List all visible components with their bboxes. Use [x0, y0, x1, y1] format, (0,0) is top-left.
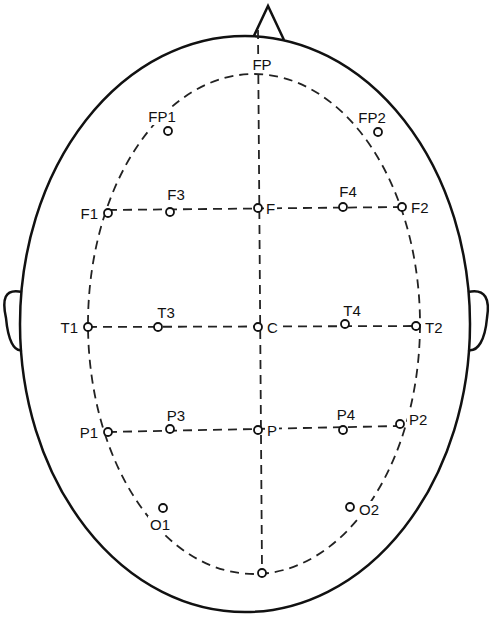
electrode-label: P	[265, 422, 279, 439]
electrodes	[84, 127, 420, 577]
nose-outline	[252, 6, 284, 40]
electrode-label: T3	[155, 304, 177, 321]
electrode-label: FP2	[356, 109, 388, 126]
electrode-label: F1	[78, 205, 100, 222]
electrode-label: P4	[335, 406, 357, 423]
head-outline	[20, 36, 470, 612]
electrode-label: FP1	[146, 108, 178, 125]
left-ear	[4, 291, 22, 350]
midline	[258, 30, 262, 570]
electrode-label: F	[264, 200, 277, 217]
electrode-label: F4	[337, 183, 359, 200]
right-ear	[468, 291, 488, 350]
electrode-label: P2	[407, 411, 429, 428]
electrode-label: T4	[341, 302, 363, 319]
electrode-label: FP	[250, 56, 273, 73]
electrode-label: T2	[423, 319, 445, 336]
electrode-label: O2	[357, 501, 381, 518]
electrode-label: P3	[165, 407, 187, 424]
temporal-row	[88, 326, 416, 327]
electrode-label: O1	[148, 516, 172, 533]
electrode-label: C	[265, 319, 280, 336]
electrode-label: T1	[58, 319, 80, 336]
electrode-label: F2	[409, 199, 431, 216]
electrode-label: P1	[78, 424, 100, 441]
electrode-ring	[88, 74, 420, 574]
electrode-label: F3	[165, 186, 187, 203]
